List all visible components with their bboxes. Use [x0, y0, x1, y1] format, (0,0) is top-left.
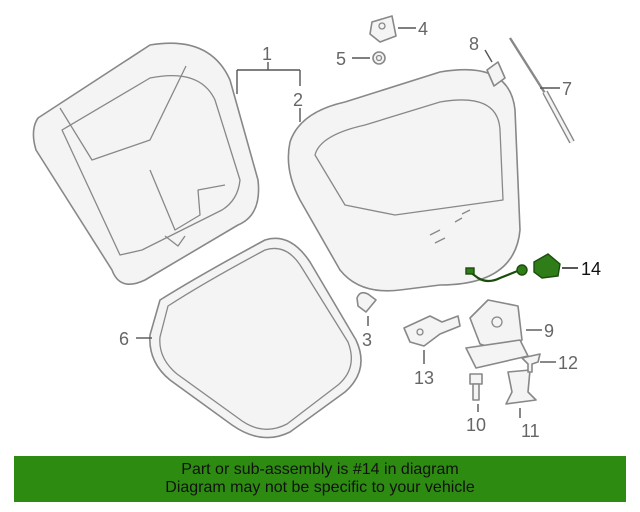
inner-liftgate-panel[interactable] [32, 42, 260, 286]
callout-4: 4 [418, 19, 428, 39]
banner-line-disclaimer: Diagram may not be specific to your vehi… [165, 479, 475, 496]
callout-11: 11 [521, 421, 540, 441]
weatherstrip-seal[interactable] [149, 237, 362, 439]
outer-liftgate-panel[interactable] [287, 68, 521, 292]
banner-line-part-number: Part or sub-assembly is #14 in diagram [181, 461, 459, 478]
bumper-stop[interactable] [356, 291, 377, 313]
striker[interactable] [505, 369, 537, 405]
bolt[interactable] [469, 373, 483, 401]
nut[interactable] [372, 51, 386, 65]
leader-lines [136, 27, 578, 418]
liftgate-hinge[interactable] [369, 15, 397, 43]
callout-3: 3 [362, 330, 372, 350]
callout-1: 1 [262, 44, 272, 64]
actuator[interactable] [403, 315, 461, 347]
callout-5: 5 [336, 49, 346, 69]
callout-13: 13 [414, 368, 434, 388]
callout-12: 12 [558, 353, 578, 373]
strut-bracket[interactable] [486, 61, 506, 87]
parts-diagram: 1 2 3 4 5 6 7 8 9 10 11 12 13 14 [32, 15, 601, 441]
callout-14: 14 [581, 259, 601, 279]
callout-6: 6 [119, 329, 129, 349]
callout-10: 10 [466, 415, 486, 435]
callout-9: 9 [544, 321, 554, 341]
callout-8: 8 [469, 34, 479, 54]
callout-2: 2 [293, 90, 303, 110]
callout-7: 7 [562, 79, 572, 99]
liftgate-switch-highlighted[interactable] [465, 253, 561, 283]
info-banner: Part or sub-assembly is #14 in diagram D… [14, 456, 626, 502]
clip[interactable] [521, 353, 541, 373]
latch-assembly[interactable] [465, 299, 529, 369]
